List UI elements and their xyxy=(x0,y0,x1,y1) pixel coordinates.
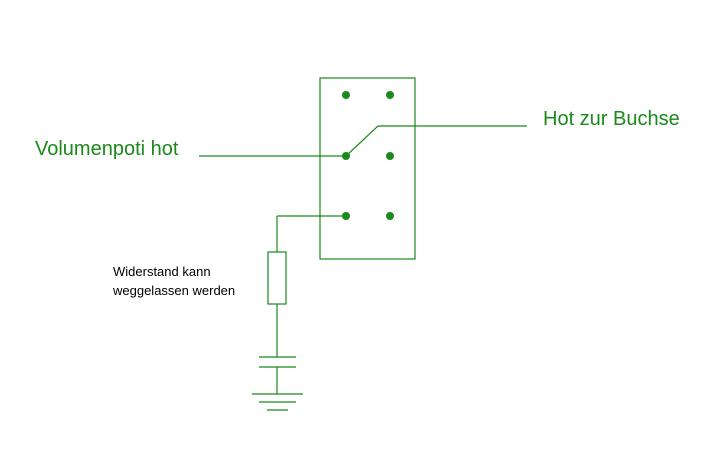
switch-lever xyxy=(345,125,379,157)
terminal-bottom-right xyxy=(386,212,394,220)
resistor xyxy=(267,251,287,305)
terminal-top-left xyxy=(342,91,350,99)
terminal-middle-left xyxy=(342,152,350,160)
jack-label: Hot zur Buchse xyxy=(543,108,680,130)
terminal-top-right xyxy=(386,91,394,99)
terminal-bottom-left xyxy=(342,212,350,220)
resistor-note-line2: weggelassen werden xyxy=(113,283,236,298)
switch-housing xyxy=(319,77,416,260)
resistor-note: Widerstand kann weggelassen werden xyxy=(113,262,235,300)
volume-pot-label: Volumenpoti hot xyxy=(35,138,179,160)
resistor-note-line1: Widerstand kann xyxy=(113,264,211,279)
terminal-middle-right xyxy=(386,152,394,160)
